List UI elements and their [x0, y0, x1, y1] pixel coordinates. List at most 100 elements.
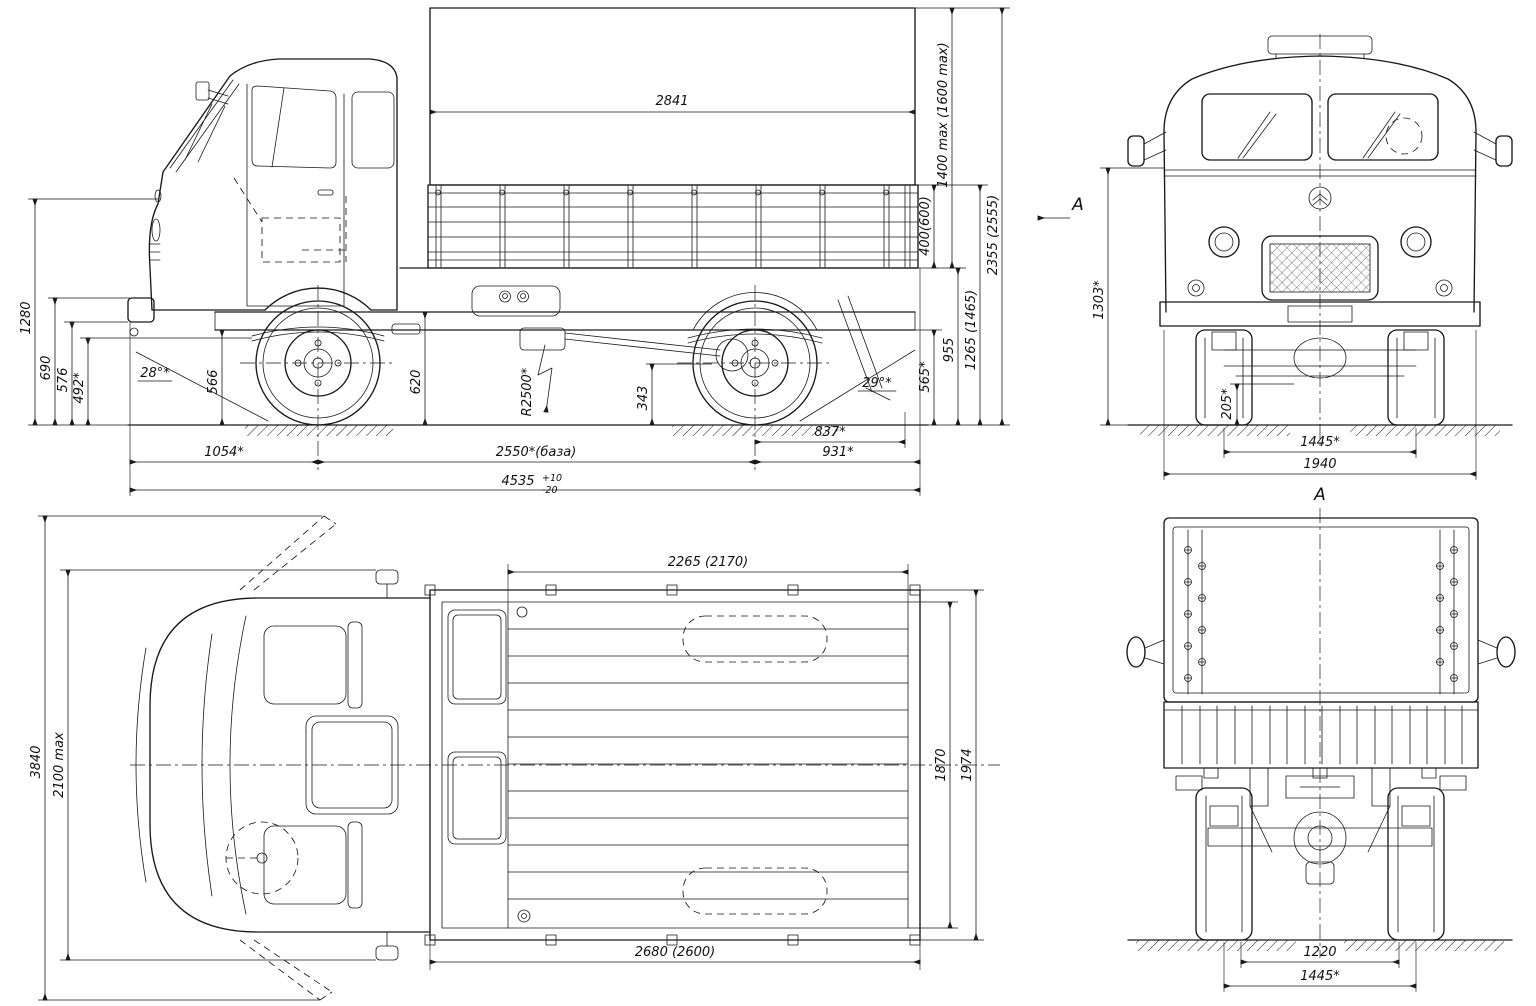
tail-light-right [1439, 775, 1467, 791]
spring-right [1401, 805, 1431, 827]
rear-view-label: A [1313, 485, 1326, 505]
rear-undercarriage [1175, 767, 1467, 885]
bumper-front [1159, 301, 1481, 327]
mirror-plan-bottom [375, 945, 399, 961]
grille-slots [149, 243, 161, 261]
front-undercarriage [1211, 331, 1429, 379]
rear-body [1126, 517, 1516, 779]
dim-overall-length: 4535 [501, 474, 534, 489]
tailgate [1163, 701, 1479, 769]
license-plate-rear [1285, 775, 1355, 799]
tailgate-slats [1181, 705, 1463, 765]
dim-side-top-height: 1265 (1465) [964, 290, 979, 370]
door-open-bottom [239, 939, 333, 1001]
fuel-tank [471, 285, 561, 317]
dimension-lines-rear [1223, 959, 1417, 989]
seat-driver [263, 825, 347, 905]
side-view: 2841 400(600) 1400 max (1600 max) 565* 9… [19, 7, 1084, 496]
front-view: 1303* 205* 1445* 1940 [1092, 34, 1513, 480]
mirror-plan-top [375, 569, 399, 585]
rear-spring [687, 328, 823, 344]
ground-side [127, 424, 929, 436]
dim-rear-overhang: 931* [822, 445, 854, 460]
windshield-plan [201, 633, 213, 897]
signal-side [154, 189, 162, 203]
front-body [1127, 35, 1513, 327]
dim-front-overhang: 1054* [204, 445, 244, 460]
mirror-right [1495, 135, 1513, 167]
dim-clearance: 343 [636, 386, 651, 411]
door-window [251, 85, 337, 169]
mirror-left [1127, 135, 1145, 167]
tail-light-left [1175, 775, 1203, 791]
door-open-top [239, 515, 337, 591]
wipers [184, 103, 226, 163]
dim-width-doors-open: 3840 [29, 745, 44, 778]
headlight-side [151, 218, 161, 242]
steering-wheel-plan [225, 821, 299, 895]
brand-emblem [1308, 186, 1332, 210]
dim-mid-height: 620 [409, 370, 424, 395]
seat-passenger [263, 625, 347, 705]
dim-front-frame-height: 566 [206, 370, 221, 395]
tow-hook [129, 327, 139, 337]
rear-view: A [1126, 485, 1516, 992]
dim-axle-clearance: 205* [1220, 388, 1235, 420]
dim-bed-outer-length: 2680 (2600) [635, 945, 715, 960]
grille-guard [1261, 235, 1379, 301]
dim-floor-height: 955 [942, 338, 957, 363]
ground-rear [1127, 939, 1513, 951]
ground-front [1127, 424, 1513, 436]
engine-cover-hidden [261, 217, 341, 263]
bed-box-2 [447, 751, 507, 845]
canopy-bows [1187, 529, 1455, 695]
dim-canopy-height: 1400 max (1600 max) [936, 42, 951, 187]
door-handle [317, 189, 334, 196]
stake-pockets [424, 584, 921, 946]
bumper-plan [135, 647, 147, 883]
dim-width-over-mirrors: 2100 max [52, 732, 67, 798]
frame-rail-left [1249, 767, 1269, 807]
mirror-rear-left [1126, 636, 1146, 668]
plan-cab [135, 515, 431, 1001]
steering-wheel-hidden [1385, 117, 1423, 155]
angle-lines [135, 344, 916, 422]
tailgate-hinges [1203, 767, 1437, 779]
rear-mudflap [837, 295, 891, 401]
gearbox [519, 327, 566, 351]
dim-departure-angle: 29°* [862, 376, 892, 391]
dim-overall-width: 1940 [1303, 457, 1336, 472]
dim-bumper-bottom-height: 576 [56, 368, 71, 393]
windshield-left [1201, 93, 1313, 161]
dim-inner-track: 1220 [1303, 945, 1336, 960]
headlight-left [1208, 226, 1240, 258]
dim-frame-height: 565* [918, 361, 933, 393]
dim-axle-height: 492* [72, 372, 87, 404]
grille-mesh [1269, 243, 1371, 293]
quarter-window [351, 91, 395, 169]
waist-line [1163, 169, 1477, 177]
dimension-lines-front [1105, 167, 1477, 477]
front-diff [1293, 337, 1347, 379]
roof-vent [1267, 35, 1373, 55]
cab-step [391, 323, 421, 335]
dim-front-height: 1280 [19, 301, 34, 334]
steering-column-hidden [233, 177, 263, 223]
wipers-front [1237, 111, 1401, 159]
wheel-well-top [682, 615, 828, 663]
dim-track-rear: 1445* [1300, 969, 1340, 984]
dim-overall-height: 2355 (2555) [986, 195, 1001, 275]
dim-bumper-top-height: 690 [39, 356, 54, 381]
canopy-hooks [1184, 549, 1458, 679]
extension-lines-rear [1223, 942, 1417, 992]
mirror-head [195, 81, 210, 101]
bed-boards [427, 184, 919, 269]
dim-ramp-radius: R2500* [520, 367, 535, 416]
dim-wheelbase: 2550*(база) [496, 445, 577, 460]
license-plate-front [1287, 305, 1353, 323]
signal-right [1435, 279, 1453, 297]
plan-bed [424, 584, 921, 946]
canopy-rear [1163, 517, 1479, 703]
